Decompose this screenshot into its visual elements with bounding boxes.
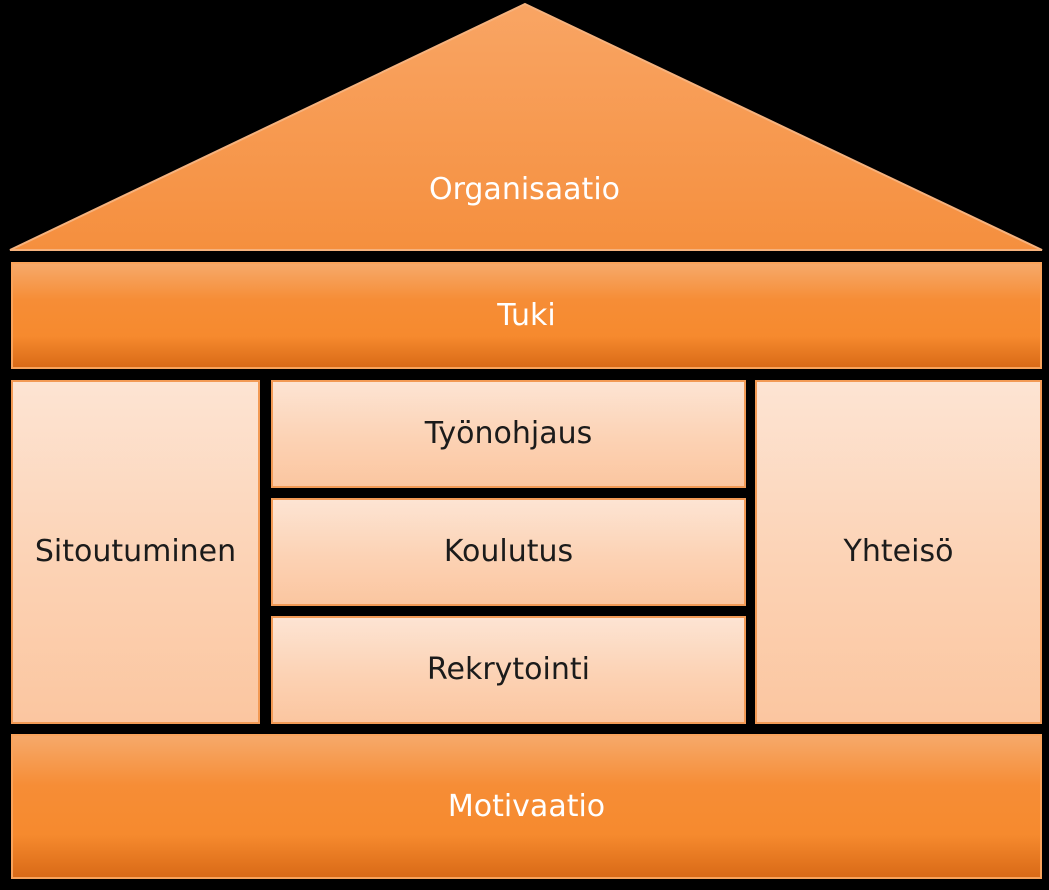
- left-pillar-label: Sitoutuminen: [34, 534, 237, 569]
- center-block-label: Työnohjaus: [424, 416, 593, 451]
- center-block-label: Rekrytointi: [427, 652, 590, 687]
- roof-label: Organisaatio: [428, 172, 621, 207]
- roof-triangle: [9, 2, 1043, 251]
- center-block-label: Koulutus: [443, 534, 574, 569]
- left-pillar-sitoutuminen: Sitoutuminen: [11, 380, 260, 724]
- right-pillar-yhteiso: Yhteisö: [755, 380, 1042, 724]
- top-band-label: Tuki: [497, 297, 556, 333]
- right-pillar-label: Yhteisö: [843, 534, 954, 569]
- foundation-label: Motivaatio: [447, 788, 606, 824]
- center-block-koulutus: Koulutus: [271, 498, 746, 606]
- foundation-motivaatio: Motivaatio: [11, 734, 1042, 879]
- center-block-rekrytointi: Rekrytointi: [271, 616, 746, 724]
- roof-shape: [9, 2, 1043, 251]
- center-block-tyonohjaus: Työnohjaus: [271, 380, 746, 488]
- top-band-tuki: Tuki: [11, 262, 1042, 369]
